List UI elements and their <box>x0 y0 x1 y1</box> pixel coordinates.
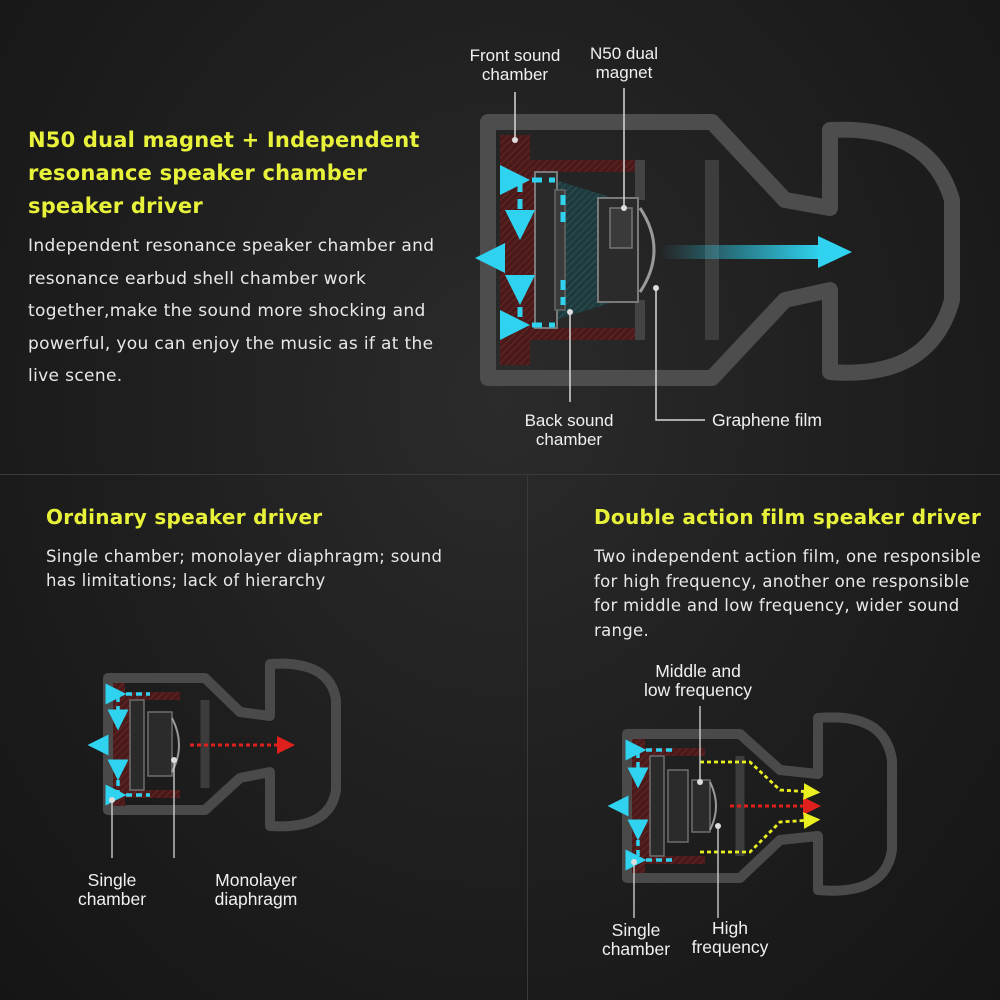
front-sound-chamber <box>500 135 635 365</box>
double-driver-description: Two independent action film, one respons… <box>594 547 982 640</box>
output-arrow-cyan <box>818 236 852 268</box>
graphene-film <box>638 207 656 293</box>
ordinary-driver-description: Single chamber; monolayer diaphragm; sou… <box>46 547 443 590</box>
horizontal-divider <box>0 474 1000 475</box>
graphene-film-label: Graphene film <box>712 410 822 430</box>
top-earphone-diagram <box>475 88 960 421</box>
top-description: Independent resonance speaker chamber an… <box>28 236 435 386</box>
ordinary-driver-diagram <box>87 658 341 858</box>
double-driver-diagram <box>607 706 897 918</box>
double-driver-heading: Double action film speaker driver <box>594 505 982 529</box>
vertical-divider <box>527 476 528 1000</box>
top-heading: N50 dual magnet + Independent resonance … <box>28 128 420 218</box>
ordinary-driver-heading: Ordinary speaker driver <box>46 505 323 529</box>
top-shell <box>480 114 960 386</box>
